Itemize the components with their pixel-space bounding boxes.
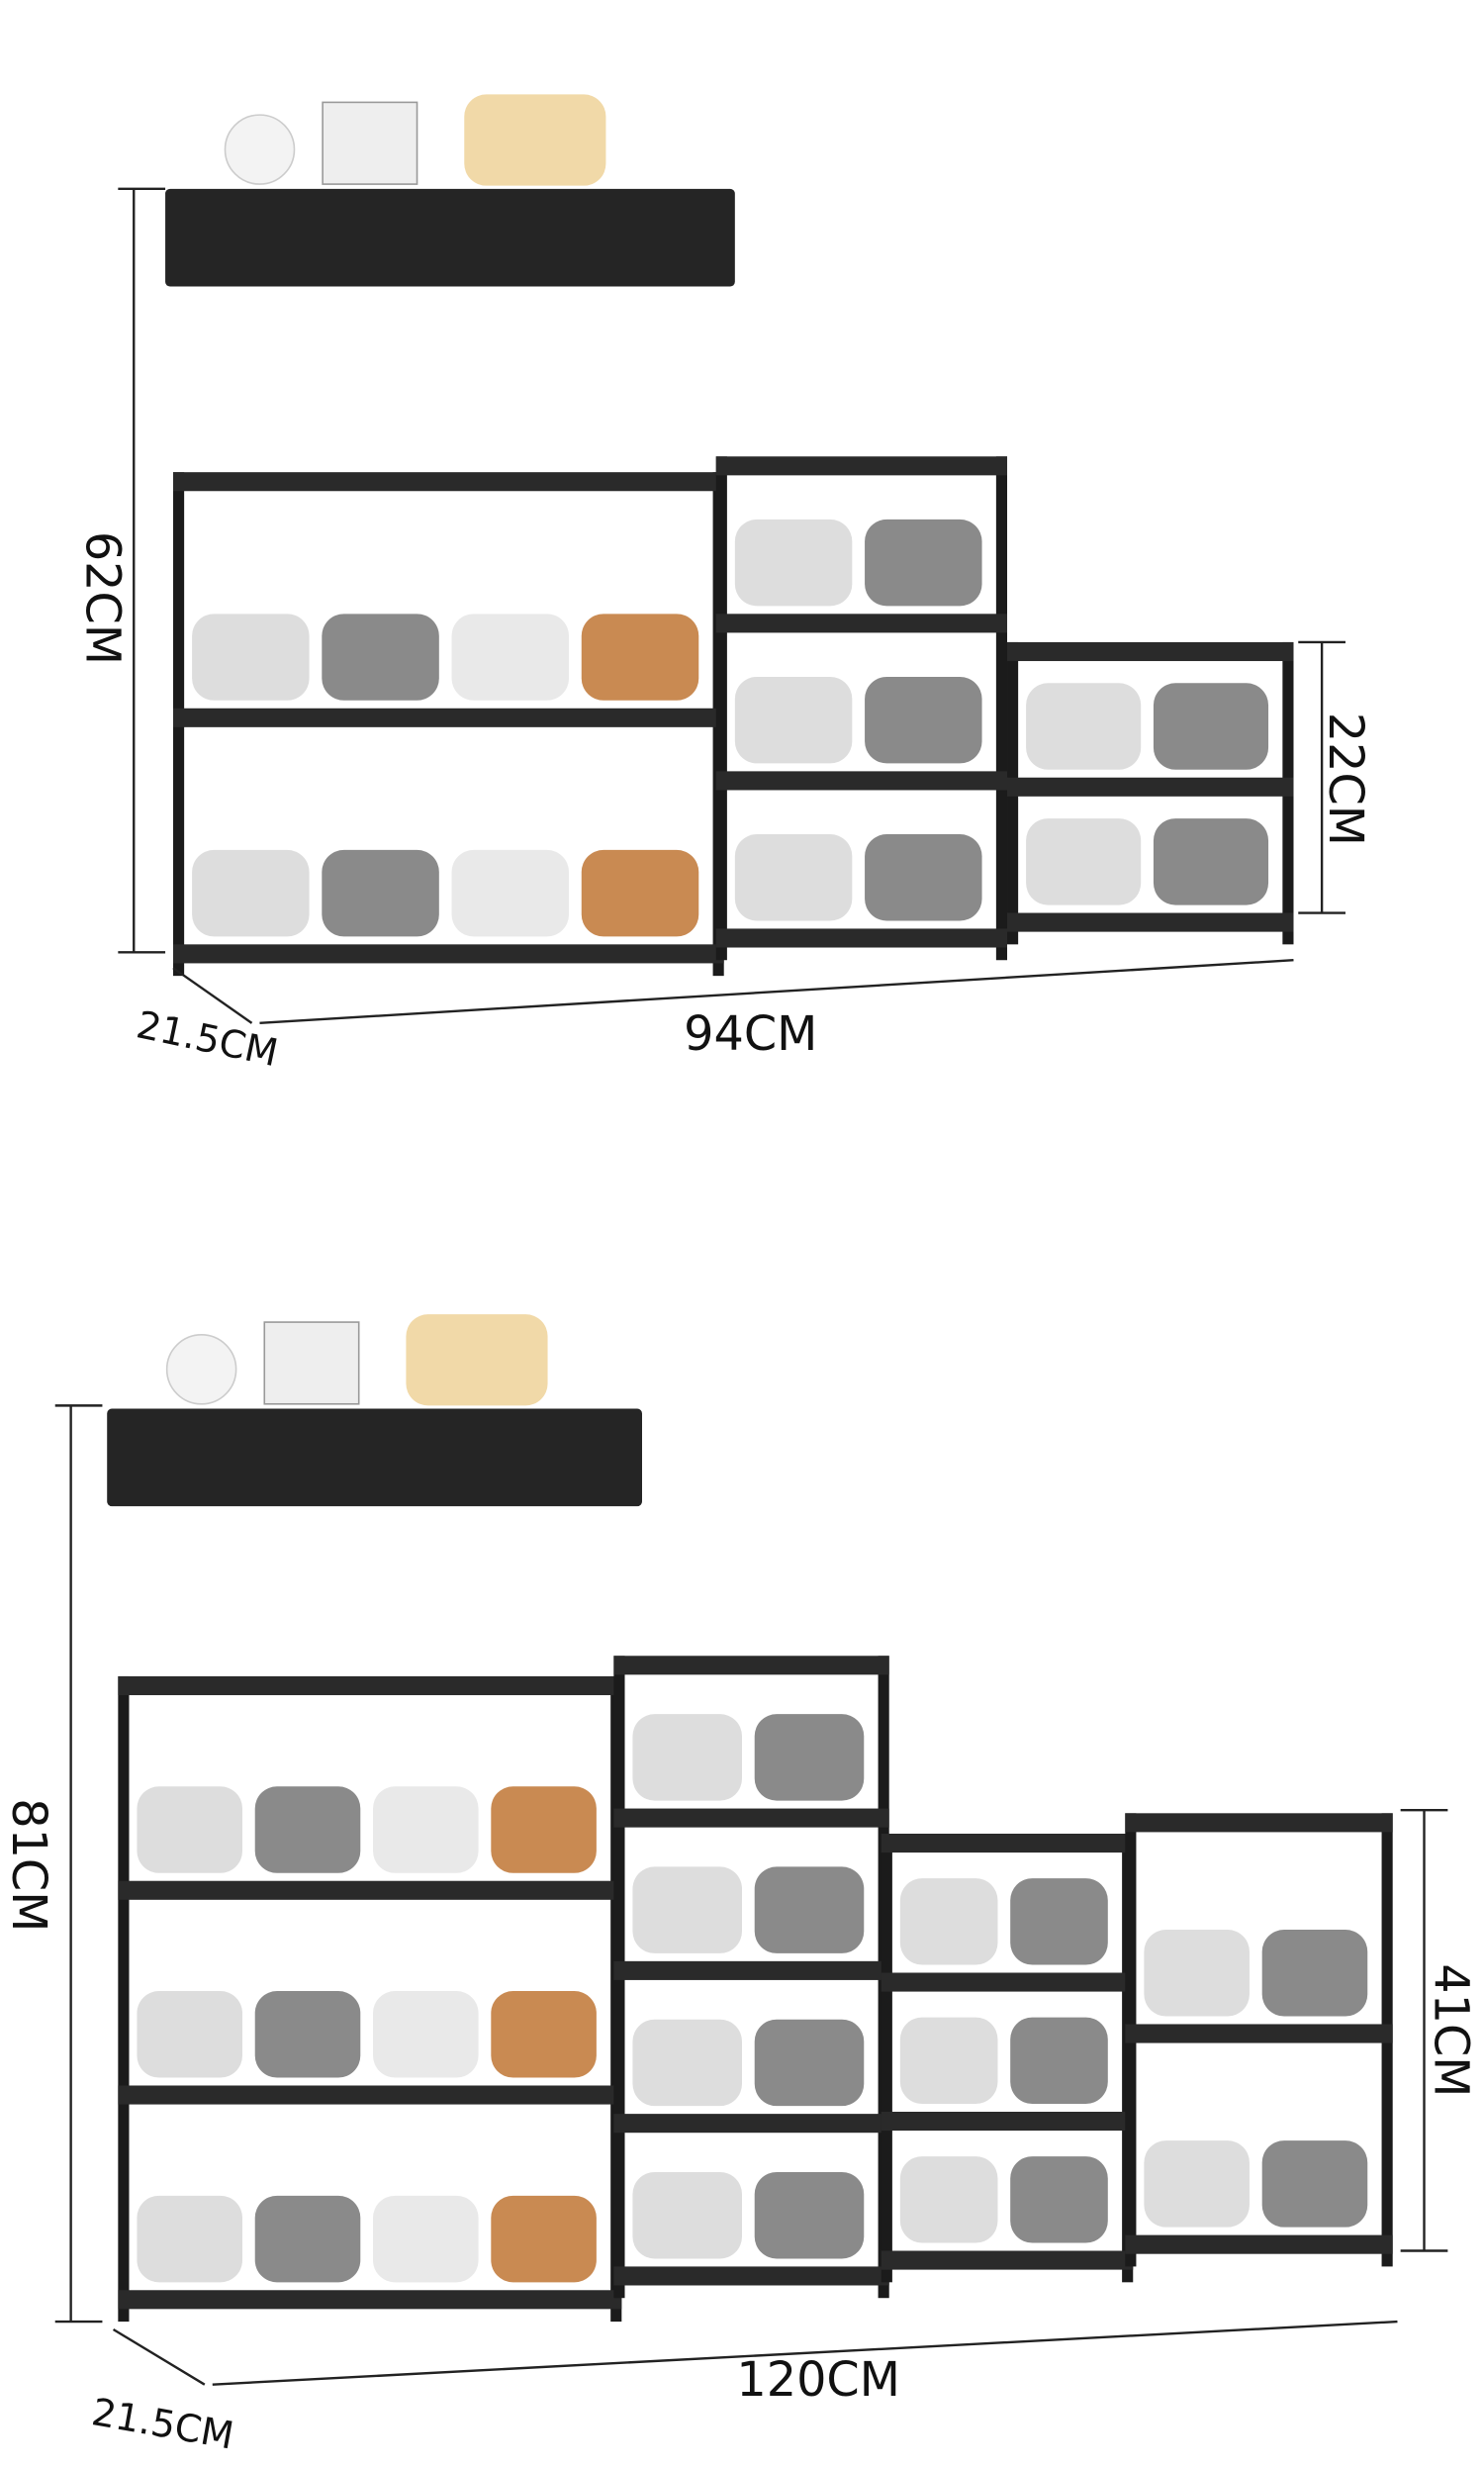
shoe	[899, 1878, 998, 1965]
shelf	[173, 944, 724, 964]
shoe	[322, 849, 439, 937]
shoe	[865, 833, 982, 921]
shoe	[451, 849, 570, 937]
handbag	[406, 1314, 548, 1406]
bottom-low-height-label: 41CM	[1424, 1963, 1478, 2097]
shoe	[373, 1991, 479, 2078]
shoe	[754, 2171, 865, 2259]
shoe	[1144, 2140, 1250, 2228]
frame-post	[118, 1675, 130, 2323]
shelf	[715, 456, 1008, 476]
shoe	[192, 614, 310, 701]
shoe	[865, 519, 982, 607]
top-depth-label: 21.5CM	[133, 1003, 282, 1076]
shoe	[1010, 2156, 1108, 2243]
frame-post	[715, 456, 727, 961]
shelf	[1007, 912, 1294, 932]
shelf	[1007, 777, 1294, 797]
top-low-height-label: 22CM	[1318, 712, 1372, 846]
top-storage-box	[165, 188, 735, 287]
shoe	[137, 1991, 242, 2078]
shelf	[1125, 2024, 1393, 2043]
shoe	[1026, 683, 1142, 770]
shelf	[613, 1960, 889, 1980]
shoe	[373, 1786, 479, 1873]
shoe	[254, 2195, 361, 2283]
shoe	[1153, 818, 1269, 905]
shoe	[581, 614, 699, 701]
shoe	[581, 849, 699, 937]
shelf	[881, 2112, 1134, 2132]
shelf	[118, 2085, 622, 2105]
shoe	[865, 676, 982, 764]
shelf	[1125, 2234, 1393, 2254]
shoe	[1153, 683, 1269, 770]
top-shoe-rack	[165, 94, 1294, 977]
plant-pot	[224, 114, 296, 185]
shoe	[491, 1786, 597, 1873]
shelf	[118, 2290, 622, 2310]
shoe	[1010, 1878, 1108, 1965]
bottom-width-label: 120CM	[736, 2353, 900, 2408]
shelf	[173, 472, 724, 492]
shelf	[881, 1972, 1134, 1992]
books	[263, 1321, 360, 1405]
shelf	[881, 2250, 1134, 2270]
shoe	[491, 1991, 597, 2078]
shoe	[754, 1714, 865, 1801]
shelf	[715, 771, 1008, 791]
bottom-shoe-rack	[107, 1314, 1393, 2323]
shoe	[322, 614, 439, 701]
shelf	[613, 2114, 889, 2134]
frame-post	[881, 1834, 892, 2283]
shoe	[137, 1786, 242, 1873]
shoe	[754, 1866, 865, 1953]
shelf	[613, 2266, 889, 2286]
shoe	[373, 2195, 479, 2283]
shelf	[715, 928, 1008, 948]
shoe	[137, 2195, 242, 2283]
shelf	[613, 1808, 889, 1828]
shoe	[734, 676, 853, 764]
shoe	[1010, 2017, 1108, 2105]
shoe	[1261, 1930, 1368, 2017]
shelf	[118, 1880, 622, 1900]
shoe	[491, 2195, 597, 2283]
shoe	[451, 614, 570, 701]
shoe	[734, 519, 853, 607]
frame-post	[995, 456, 1008, 961]
shoe	[899, 2156, 998, 2243]
shoe	[632, 1714, 742, 1801]
shoe	[254, 1991, 361, 2078]
shelf	[613, 1656, 889, 1675]
top-width-label: 94CM	[684, 1007, 817, 1062]
shoe	[1261, 2140, 1368, 2228]
shoe	[254, 1786, 361, 1873]
shoe	[632, 2019, 742, 2107]
shelf	[173, 708, 724, 727]
handbag	[464, 94, 606, 186]
shoe	[734, 833, 853, 921]
shoe	[1144, 1930, 1250, 2017]
top-height-label: 62CM	[75, 531, 130, 665]
shoe	[192, 849, 310, 937]
shelf	[715, 614, 1008, 633]
shoe	[754, 2019, 865, 2107]
shelf	[118, 1675, 622, 1696]
shoe	[899, 2017, 998, 2105]
bottom-height-label: 81CM	[1, 1798, 55, 1932]
shoe	[632, 1866, 742, 1953]
bottom-dimension-lines	[54, 1404, 1448, 2386]
shoe	[632, 2171, 742, 2259]
shelf	[1007, 641, 1294, 662]
books	[322, 101, 418, 185]
shoe	[1026, 818, 1142, 905]
top-dimension-lines	[118, 187, 1345, 1025]
shelf	[1125, 1813, 1393, 1833]
plant-pot	[165, 1334, 237, 1405]
shelf	[881, 1834, 1134, 1853]
bottom-depth-label: 21.5CM	[88, 2391, 236, 2458]
top-storage-box	[107, 1408, 642, 1507]
